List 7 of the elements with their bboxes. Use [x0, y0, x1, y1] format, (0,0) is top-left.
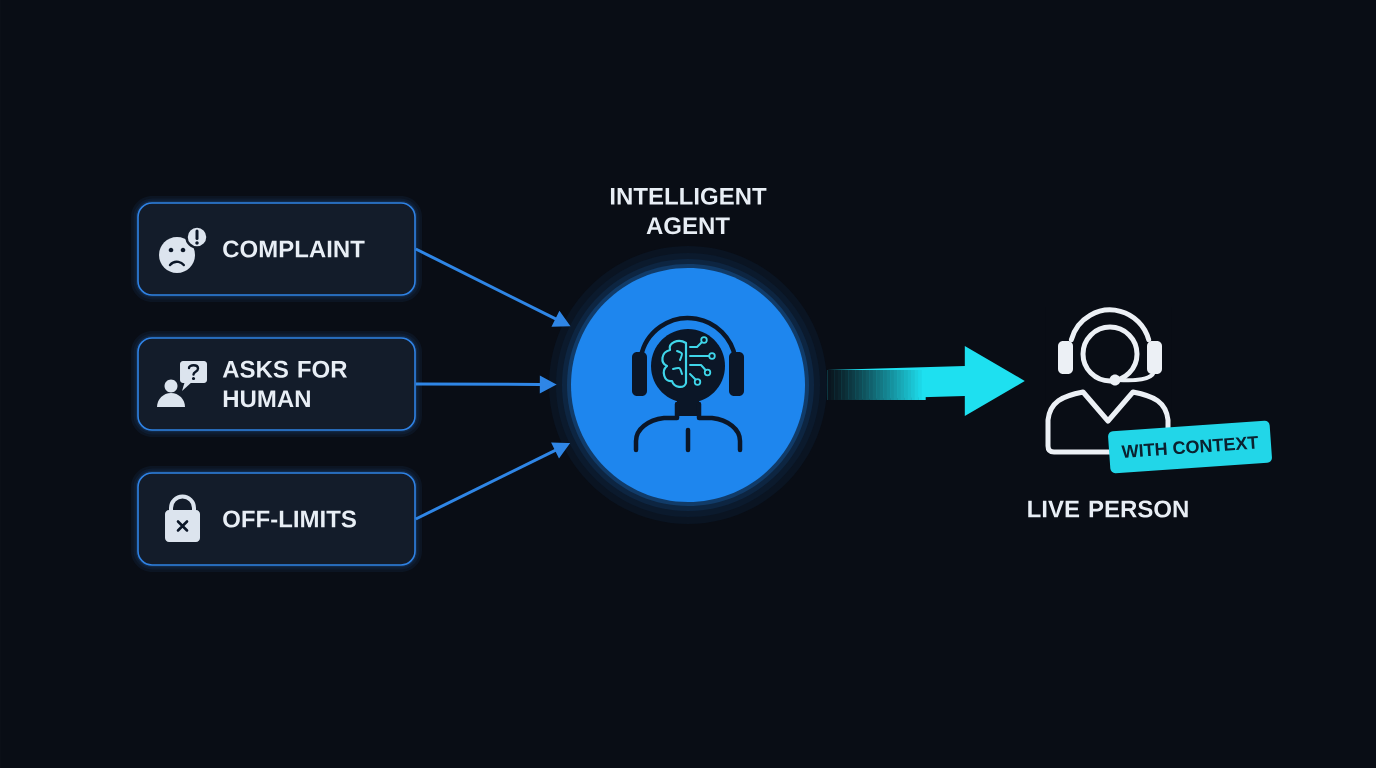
tag: WITH CONTEXT — [1108, 420, 1272, 474]
heading: INTELLIGENT AGENT — [610, 187, 767, 235]
heading: LIVE PERSON — [1028, 500, 1188, 518]
category-box: ASKS FOR HUMAN — [131, 331, 422, 437]
category-box: OFF-LIMITS — [131, 466, 422, 572]
category-box: COMPLAINT — [131, 196, 422, 302]
arrow — [827, 346, 1025, 416]
